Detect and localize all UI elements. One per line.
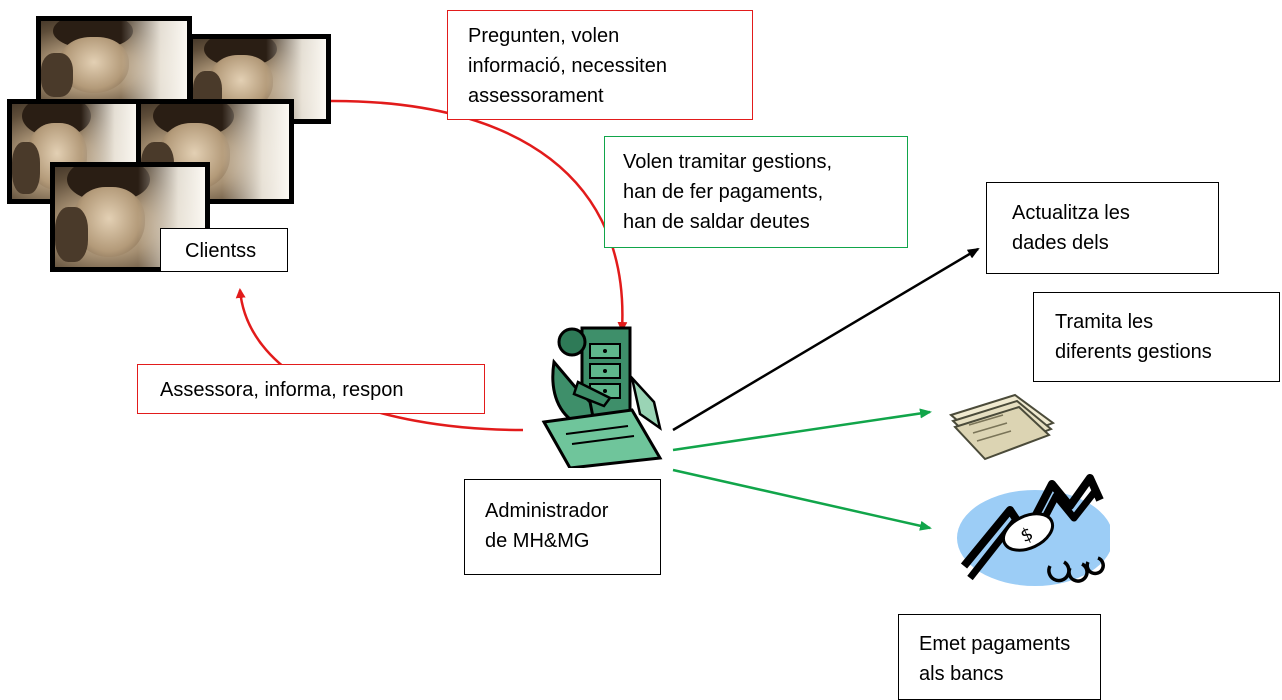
advises-box: Assessora, informa, respon xyxy=(137,364,485,414)
advises-text: Assessora, informa, respon xyxy=(160,379,404,401)
money-payment-icon: $ xyxy=(957,474,1110,586)
office-worker-icon xyxy=(541,326,663,468)
questions-box: Pregunten, volen informació, necessiten … xyxy=(447,10,753,120)
arrow-clients-to-admin xyxy=(329,99,628,332)
questions-text: Pregunten, volen informació, necessiten … xyxy=(468,25,667,107)
processes-box: Tramita les diferents gestions xyxy=(1033,292,1280,382)
client-photo-icon xyxy=(188,34,331,124)
clients-text: Clientss xyxy=(185,240,257,262)
administrator-box: Administrador de MH&MG xyxy=(464,479,661,575)
file-folders-icon xyxy=(948,393,1056,461)
arrow-admin-to-update xyxy=(672,247,980,432)
administrator-text: Administrador de MH&MG xyxy=(485,500,609,552)
payments-text: Emet pagaments als bancs xyxy=(919,633,1071,685)
update-box: Actualitza les dades dels xyxy=(986,182,1219,274)
processes-text: Tramita les diferents gestions xyxy=(1055,311,1212,363)
procedures-text: Volen tramitar gestions, han de fer paga… xyxy=(623,151,832,233)
arrow-admin-to-folders xyxy=(672,408,932,452)
payments-box: Emet pagaments als bancs xyxy=(898,614,1101,700)
client-photo-icon xyxy=(36,16,192,106)
procedures-box: Volen tramitar gestions, han de fer paga… xyxy=(604,136,908,248)
arrow-admin-to-money xyxy=(672,468,932,531)
clients-label: Clientss xyxy=(160,228,288,272)
update-text: Actualitza les dades dels xyxy=(1012,202,1130,254)
